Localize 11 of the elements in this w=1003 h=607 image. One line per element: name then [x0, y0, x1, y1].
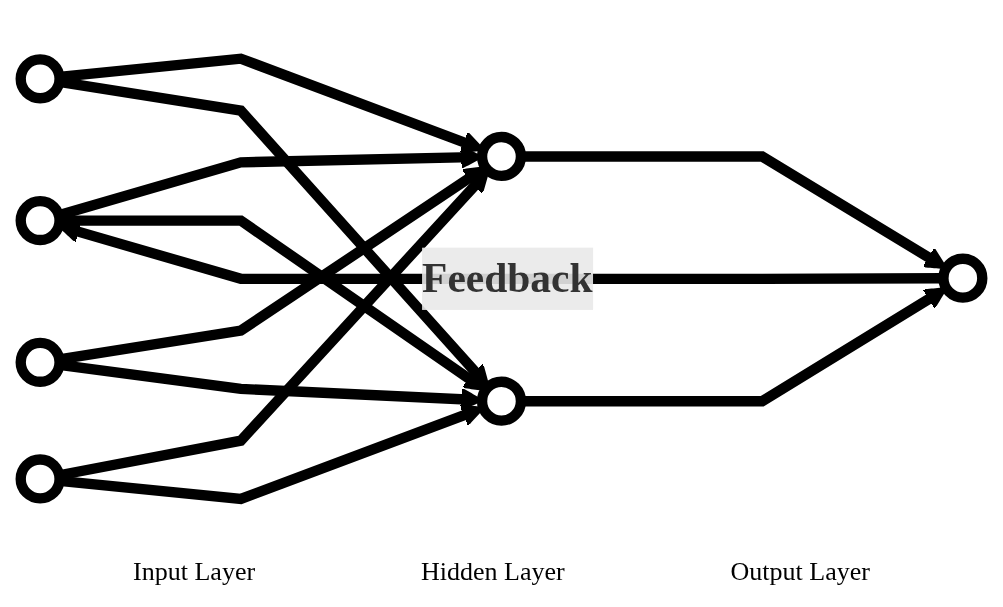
node-ellipse	[476, 376, 527, 426]
node-ellipse	[15, 453, 65, 504]
node-ellipse	[15, 337, 65, 387]
node-ellipse	[15, 195, 65, 245]
layer-label: Hidden Layer	[421, 557, 565, 587]
node-ellipse	[938, 253, 988, 303]
layer-label: Output Layer	[730, 557, 870, 587]
node-ellipse	[15, 53, 65, 104]
edge-label: Feedback	[422, 255, 593, 300]
layer-label: Input Layer	[133, 557, 256, 587]
node-ellipse	[476, 131, 527, 181]
